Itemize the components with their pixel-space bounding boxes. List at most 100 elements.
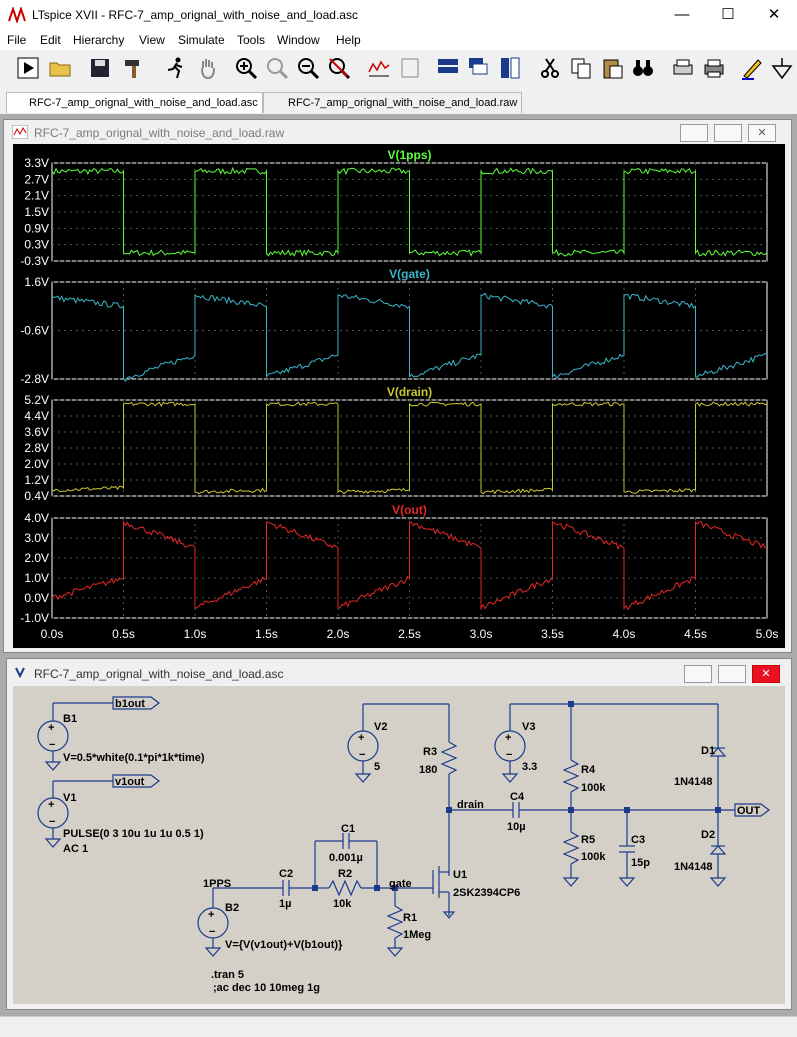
x-tick-label: 1.0s [184,627,207,641]
y-tick-label: 1.2V [24,473,49,487]
svg-text:+: + [48,722,54,734]
trace-vout [51,520,768,611]
waveform-icon[interactable] [367,56,391,80]
tab-waveform[interactable]: RFC-7_amp_orignal_with_noise_and_load.ra… [263,92,523,113]
waveform-restore-button[interactable] [714,124,742,142]
x-tick-label: 5.0s [756,627,779,641]
schematic-minimize-button[interactable] [684,665,712,683]
v1-expression: PULSE(0 3 10u 1u 1u 0.5 1) [63,828,204,840]
menu-tools[interactable]: Tools [237,33,266,47]
schematic-restore-button[interactable] [718,665,746,683]
tab-schematic-label: RFC-7_amp_orignal_with_noise_and_load.as… [29,97,258,109]
y-tick-label: 2.8V [24,441,49,455]
run-icon[interactable] [16,56,40,80]
menu-window[interactable]: Window [277,33,320,47]
menu-file[interactable]: File [7,33,27,47]
c4-label: C4 [510,791,525,803]
b1out-net-label: b1out [115,698,145,710]
zoom-fit-icon[interactable] [265,56,289,80]
svg-text:−: − [49,739,55,751]
close-button[interactable]: ✕ [767,6,781,23]
ground-icon[interactable] [770,56,794,80]
y-tick-label: 1.5V [24,205,49,219]
ac-directive: ;ac dec 10 10meg 1g [213,982,320,994]
waveform-window-title: RFC-7_amp_orignal_with_noise_and_load.ra… [34,126,285,140]
menu-simulate[interactable]: Simulate [178,33,225,47]
menu-bar: File Edit Hierarchy View Simulate Tools … [0,30,797,50]
y-tick-label: 2.1V [24,189,49,203]
r2-label: R2 [338,868,352,880]
minimize-button[interactable]: — [674,6,690,23]
v3-label: V3 [522,721,535,733]
trace-label: V(gate) [389,267,430,281]
r5-label: R5 [581,834,595,846]
b1-expression: V=0.5*white(0.1*pi*1k*time) [63,752,205,764]
y-tick-label: 1.6V [24,275,49,289]
u1-value: 2SK2394CP6 [453,887,520,899]
plot-area [13,144,785,648]
y-tick-label: 0.3V [24,238,49,252]
hand-pan-icon[interactable] [196,56,220,80]
svg-text:−: − [506,749,512,761]
menu-hierarchy[interactable]: Hierarchy [73,33,125,47]
waveform-minimize-button[interactable] [680,124,708,142]
menu-view[interactable]: View [139,33,165,47]
cut-icon[interactable] [538,56,562,80]
tab-schematic[interactable]: RFC-7_amp_orignal_with_noise_and_load.as… [6,92,263,113]
y-tick-label: 4.0V [24,511,49,525]
y-tick-label: 4.4V [24,409,49,423]
y-tick-label: 0.0V [24,591,49,605]
tile-horizontal-icon[interactable] [436,56,460,80]
print-icon[interactable] [702,56,726,80]
menu-edit[interactable]: Edit [40,33,61,47]
hammer-icon[interactable] [122,56,146,80]
find-binoculars-icon[interactable] [631,56,655,80]
zoom-in-icon[interactable] [234,56,258,80]
copy-icon[interactable] [569,56,593,80]
open-folder-icon[interactable] [48,56,72,80]
netlist-icon[interactable] [398,56,422,80]
save-icon[interactable] [88,56,112,80]
trace-vgate [51,292,768,382]
menu-help[interactable]: Help [336,33,361,47]
waveform-close-button[interactable]: ✕ [748,124,776,142]
x-tick-label: 2.0s [327,627,350,641]
gate-net-label: gate [389,878,412,890]
paste-icon[interactable] [600,56,624,80]
b1-label: B1 [63,713,77,725]
zoom-out-icon[interactable] [296,56,320,80]
schematic-close-button[interactable]: ✕ [752,665,780,683]
y-tick-label: -0.3V [20,254,49,268]
cascade-icon[interactable] [467,56,491,80]
c1-label: C1 [341,823,355,835]
c2-value: 1µ [279,898,291,910]
trace-label: V(out) [392,503,427,517]
tile-vertical-icon[interactable] [498,56,522,80]
schematic-drawing: +− +− +− +− +− B1 V=0.5*white(0.1*pi*1k*… [37,696,770,994]
waveform-window-icon [12,125,28,139]
schematic-window-icon [15,667,25,678]
trace-label: V(1pps) [387,148,431,162]
b2-expression: V={V(v1out)+V(b1out)} [225,939,343,951]
run-man-icon[interactable] [164,56,188,80]
status-bar [0,1016,797,1037]
window-title: LTspice XVII - RFC-7_amp_orignal_with_no… [32,8,358,22]
print-preview-icon[interactable] [671,56,695,80]
svg-text:−: − [359,749,365,761]
c1-value: 0.001µ [329,852,363,864]
svg-text:−: − [209,926,215,938]
trace-vdrain [51,401,768,495]
x-tick-label: 4.5s [684,627,707,641]
v1out-net-label: v1out [115,776,145,788]
y-tick-label: 3.3V [24,156,49,170]
tran-directive: .tran 5 [211,969,244,981]
pencil-text-icon[interactable] [740,56,764,80]
trace-v1pps [51,166,768,258]
v1-label: V1 [63,792,76,804]
waveform-plots[interactable]: 3.3V2.7V2.1V1.5V0.9V0.3V-0.3VV(1pps)1.6V… [13,144,785,648]
out-net-label: OUT [737,805,761,817]
zoom-cancel-icon[interactable] [327,56,351,80]
maximize-button[interactable]: ☐ [721,6,735,23]
d1-value: 1N4148 [674,776,713,788]
ltspice-app-icon [8,7,26,23]
